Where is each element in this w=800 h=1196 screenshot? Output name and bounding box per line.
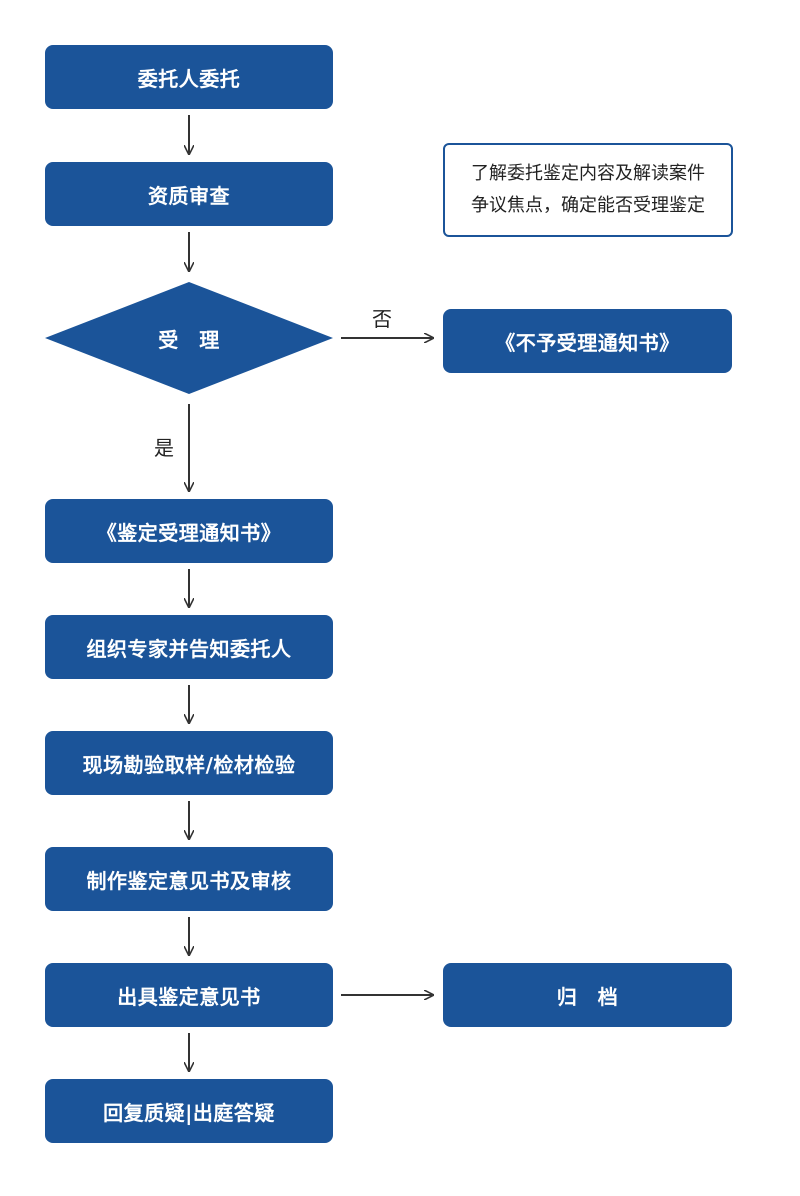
step-organize-experts: 组织专家并告知委托人 <box>45 615 333 679</box>
branch-label-yes: 是 <box>154 436 174 460</box>
side-rejection-notice: 《不予受理通知书》 <box>443 309 732 373</box>
step-accept-label: 受 理 <box>158 327 220 352</box>
accept-decision-diamond <box>45 282 333 394</box>
review-note-line1: 了解委托鉴定内容及解读案件 <box>471 163 705 184</box>
side-archive: 归 档 <box>443 963 732 1027</box>
step-reply-queries: 回复质疑|出庭答疑 <box>45 1079 333 1143</box>
review-note-line2: 争议焦点，确定能否受理鉴定 <box>471 195 705 216</box>
branch-label-no: 否 <box>372 307 392 331</box>
step-prepare-opinion: 制作鉴定意见书及审核 <box>45 847 333 911</box>
review-note: 了解委托鉴定内容及解读案件 争议焦点，确定能否受理鉴定 <box>443 143 733 237</box>
step-issue-opinion: 出具鉴定意见书 <box>45 963 333 1027</box>
step-acceptance-notice: 《鉴定受理通知书》 <box>45 499 333 563</box>
step-entrust: 委托人委托 <box>45 45 333 109</box>
step-qualification-review: 资质审查 <box>45 162 333 226</box>
step-site-inspection: 现场勘验取样/检材检验 <box>45 731 333 795</box>
